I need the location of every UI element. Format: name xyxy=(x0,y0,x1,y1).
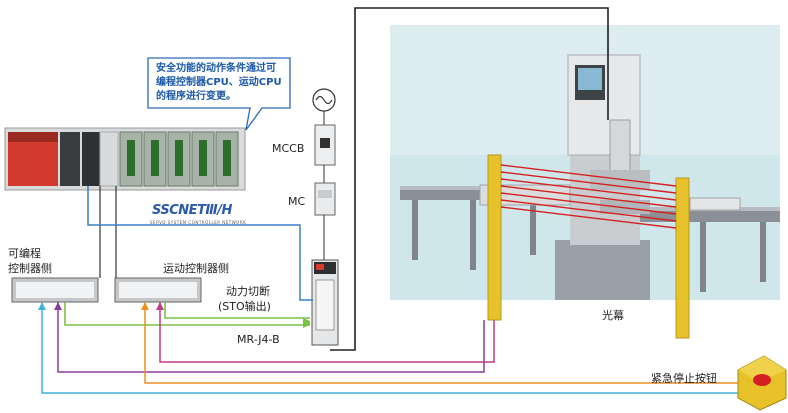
motion-side-label: 运动控制器侧 xyxy=(163,262,229,275)
light-curtain-left xyxy=(487,154,502,321)
curtain-wire-purple xyxy=(57,302,485,373)
callout-line-3: 的程序进行变更。 xyxy=(156,91,236,102)
servo-amplifier-icon xyxy=(311,259,339,346)
sscnet-subtitle: SERVO SYSTEM CONTROLLER NETWORK xyxy=(150,220,247,225)
curtain-wire-magenta xyxy=(159,302,495,363)
conveyor-right xyxy=(640,197,780,292)
power-cut-label-1: 动力切断 xyxy=(226,285,270,298)
sto-wire-plc xyxy=(64,302,310,326)
light-curtain-right xyxy=(675,177,690,339)
plc-terminal-block xyxy=(11,277,99,303)
plc-rack xyxy=(4,127,246,191)
estop-label: 紧急停止按钮 xyxy=(651,372,717,385)
mc-contactor-icon xyxy=(314,182,336,216)
estop-wire-orange xyxy=(144,302,740,384)
sscnet-logo: SSCNETⅢ/H xyxy=(152,203,232,218)
callout-line-1: 安全功能的动作条件通过可 xyxy=(156,63,276,74)
sscnet-cable xyxy=(87,186,313,301)
plc-side-label-2: 控制器侧 xyxy=(8,262,52,275)
sto-wire-motion xyxy=(164,302,310,319)
plc-side-label-1: 可编程 xyxy=(8,247,41,260)
motion-terminal-block xyxy=(114,277,202,303)
motor-cable xyxy=(330,7,609,351)
power-cut-label-2: (STO输出) xyxy=(218,300,271,313)
mc-label: MC xyxy=(288,195,306,208)
emergency-stop-button-icon xyxy=(737,355,787,411)
estop-wire-cyan xyxy=(41,302,740,394)
light-curtain-label: 光幕 xyxy=(602,309,624,322)
press-machine xyxy=(479,54,650,300)
callout-line-2: 编程控制器CPU、运动CPU xyxy=(156,77,282,88)
ac-source-icon xyxy=(312,88,336,112)
callout-text: 安全功能的动作条件通过可 编程控制器CPU、运动CPU 的程序进行变更。 xyxy=(150,58,288,108)
light-curtain-beams xyxy=(500,164,677,229)
servo-amp-label: MR-J4-B xyxy=(237,333,280,346)
mccb-label: MCCB xyxy=(272,142,305,155)
callout-bubble xyxy=(147,57,291,131)
mccb-breaker-icon xyxy=(314,124,336,166)
